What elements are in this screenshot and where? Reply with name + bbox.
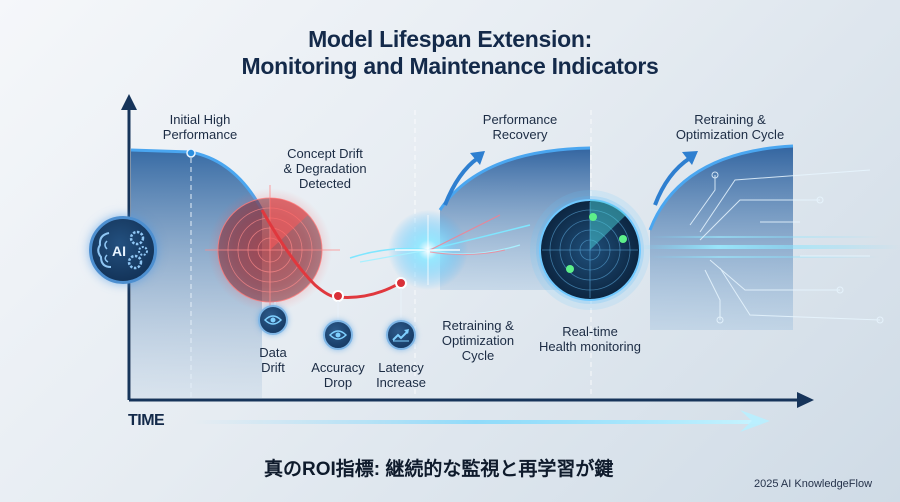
drift-radar	[205, 185, 340, 315]
accuracy-drop-marker	[332, 290, 344, 302]
time-beam	[190, 420, 760, 424]
energy-burst	[349, 210, 531, 290]
footer-tagline: 真のROI指標: 継続的な監視と再学習が鍵	[264, 459, 614, 480]
stage-label-initial-performance: Initial High Performance	[162, 112, 238, 142]
brain-gear-icon: AI	[97, 230, 148, 270]
circuit-traces	[689, 169, 884, 324]
title-line-1: Model Lifespan Extension:	[308, 26, 592, 52]
initial-performance-marker	[186, 148, 196, 158]
x-axis-label: TIME	[128, 412, 165, 429]
eye-icon	[264, 315, 282, 325]
stage-label-concept-drift: Concept Drift & Degradation Detected	[283, 146, 367, 191]
stage-label-performance-recovery: Performance Recovery	[482, 112, 558, 142]
recovery-arrow	[443, 156, 480, 206]
footer-credit: 2025 AI KnowledgeFlow	[754, 478, 873, 490]
data-drift-indicator	[258, 305, 288, 335]
accuracy-drop-label: Accuracy Drop	[311, 360, 365, 390]
stage-label-optimization-cycle: Retraining & Optimization Cycle	[675, 112, 785, 142]
data-drift-label: Data Drift	[259, 345, 287, 375]
health-radar	[530, 190, 650, 310]
title-line-2: Monitoring and Maintenance Indicators	[241, 53, 659, 79]
health-monitoring-label: Real-time Health monitoring	[539, 324, 641, 354]
eye-icon	[329, 330, 347, 340]
optimization-arrow	[653, 156, 692, 206]
page-title: Model Lifespan Extension: Monitoring and…	[0, 26, 900, 80]
accuracy-drop-indicator	[323, 320, 353, 350]
trend-up-icon	[392, 329, 409, 342]
degradation-curve	[260, 209, 401, 299]
x-axis	[129, 392, 814, 408]
svg-text:AI: AI	[112, 243, 126, 259]
ai-brain-badge: AI	[89, 216, 157, 284]
retraining-cycle-label: Retraining & Optimization Cycle	[441, 318, 515, 363]
latency-increase-label: Latency Increase	[376, 360, 426, 390]
latency-increase-indicator	[386, 320, 416, 350]
